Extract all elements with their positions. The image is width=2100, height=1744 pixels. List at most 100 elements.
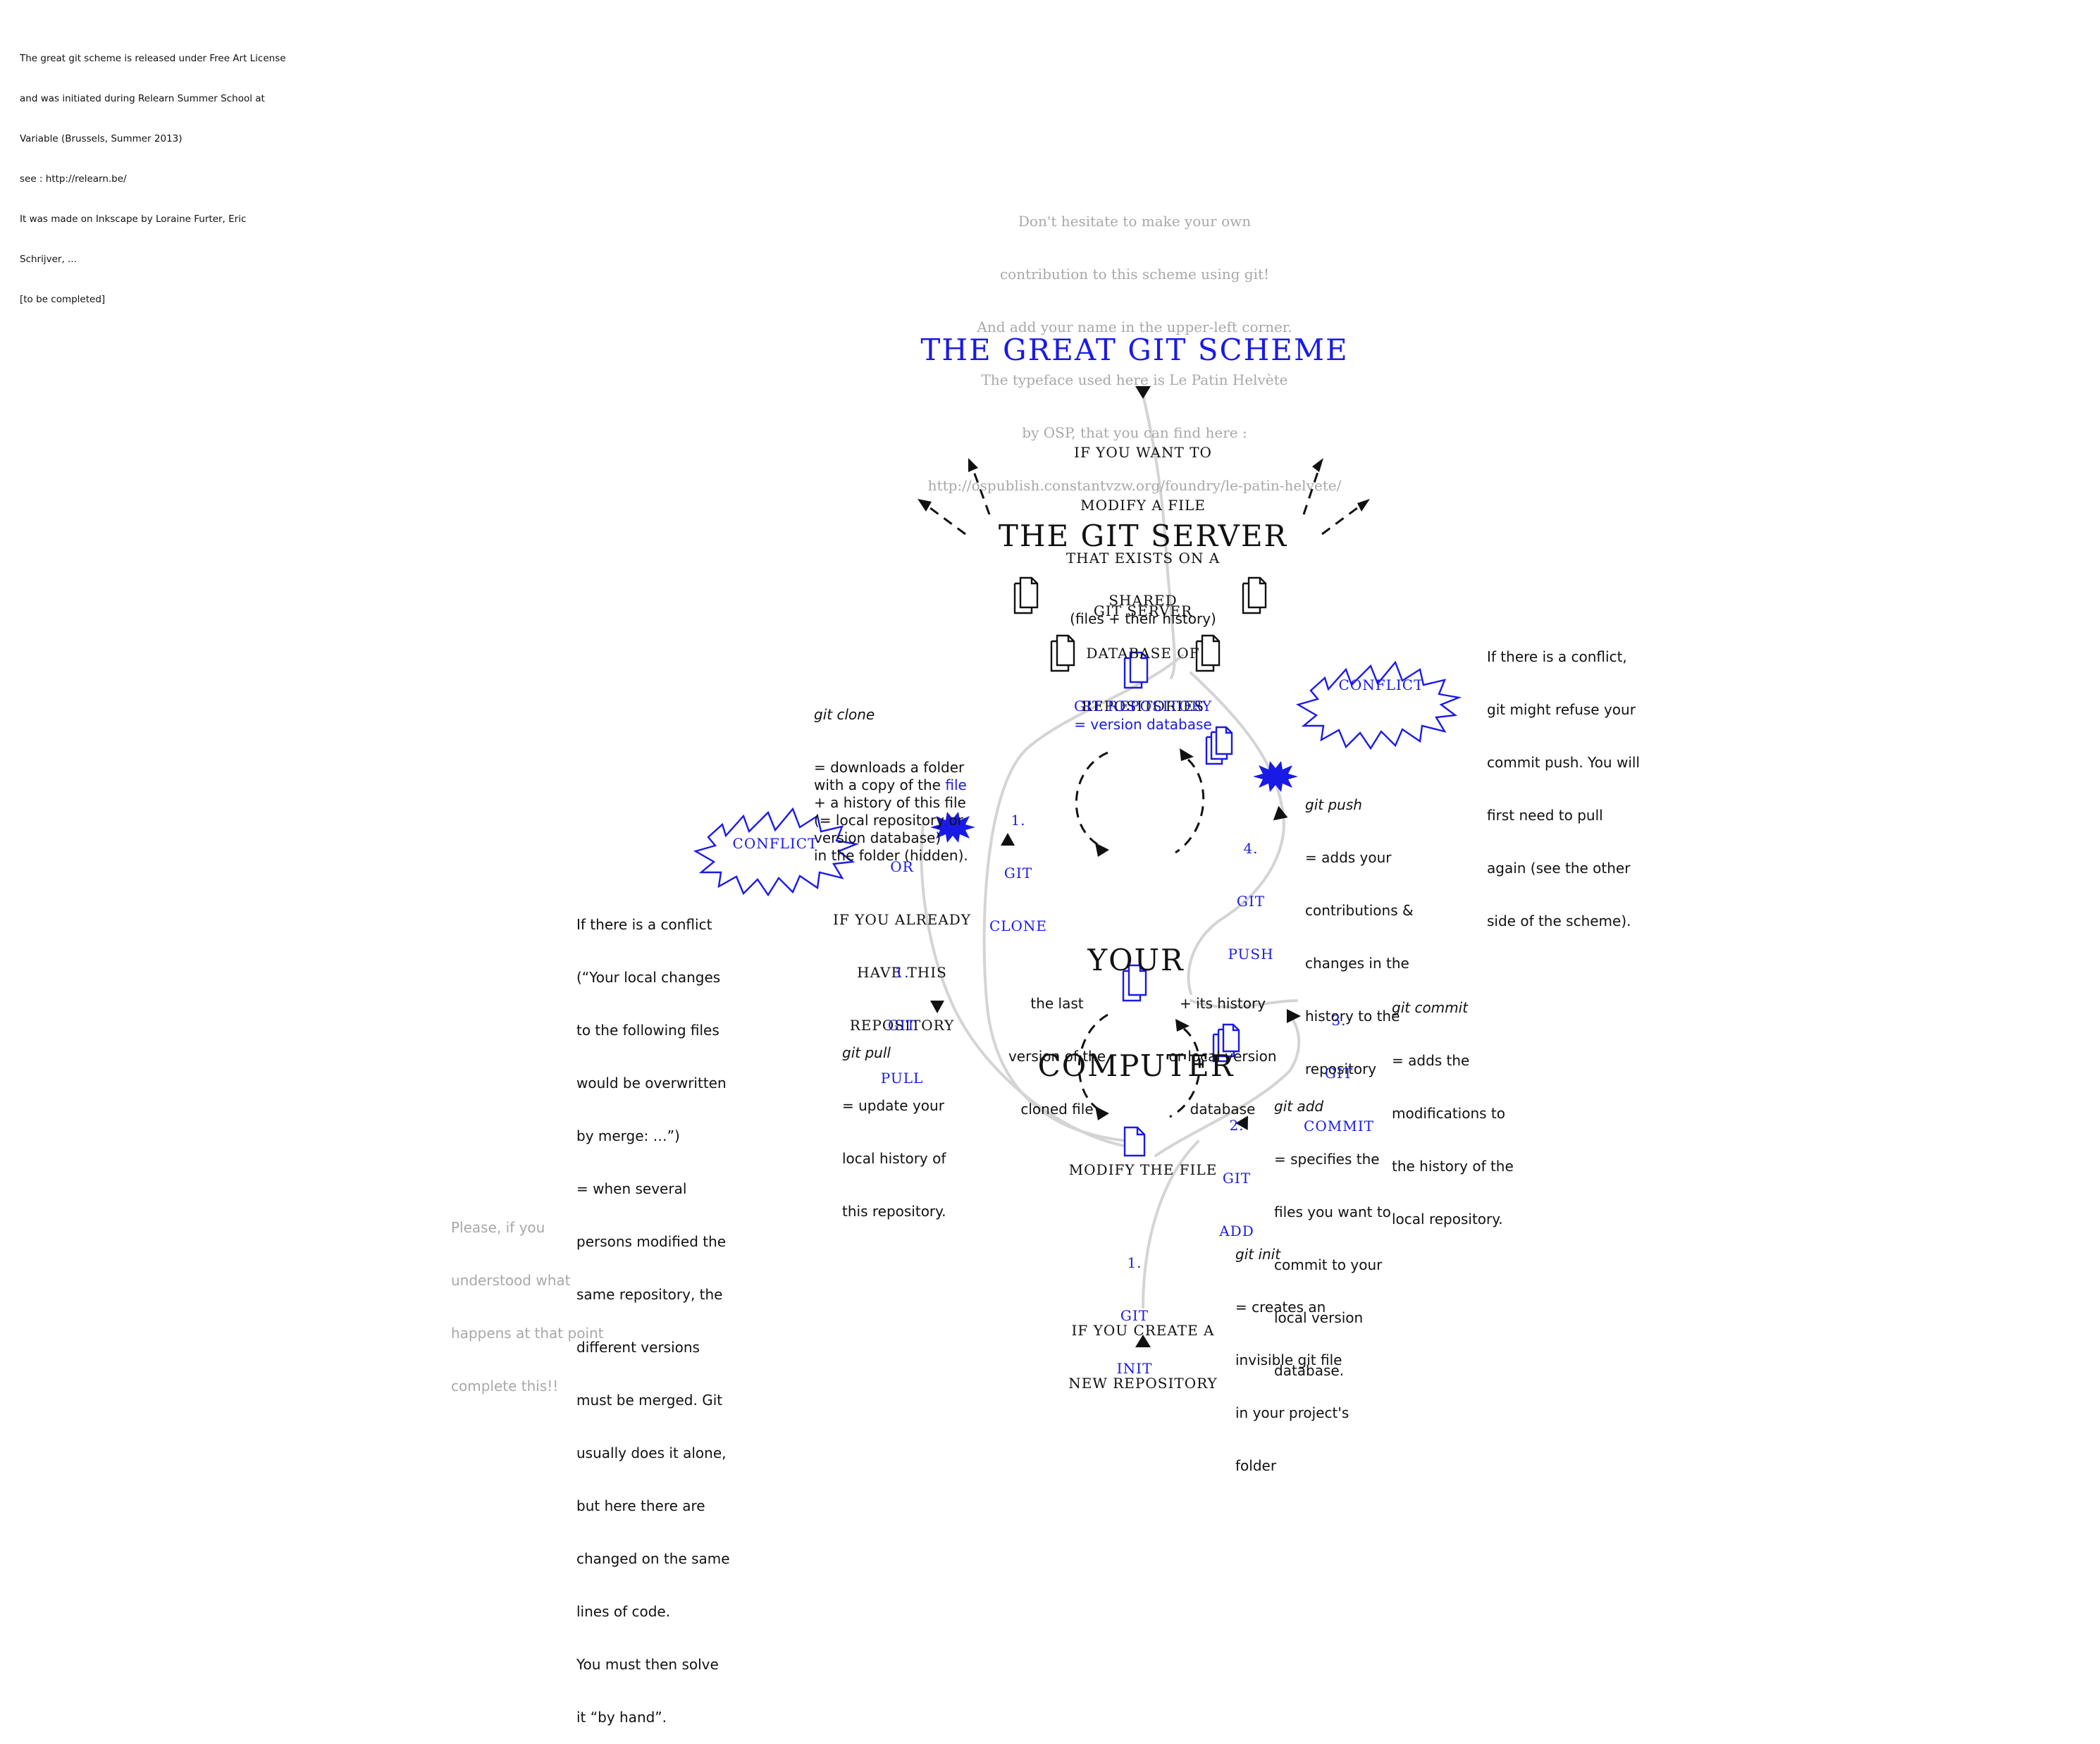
flow-commit-curve: [1190, 999, 1298, 1008]
cycle-upper-left: [1075, 751, 1108, 847]
git-pull-term: git pull: [842, 1044, 891, 1061]
git-pull-description: git pull = update your local history of …: [842, 1009, 946, 1238]
invite-line: by OSP, that you can find here :: [1022, 424, 1247, 441]
local-history-label: + its history or local version database: [1156, 960, 1290, 1136]
local-history-line: database: [1190, 1101, 1256, 1118]
cycle-upper-right-head: [1180, 748, 1194, 761]
conflict-badge-right: CONFLICT: [1338, 676, 1424, 693]
git-add-line: = specifies the: [1274, 1151, 1380, 1168]
flow-main-line: [1142, 393, 1176, 679]
step-git-clone: 1. GIT CLONE: [980, 777, 1057, 953]
please-line: understood what: [451, 1272, 571, 1289]
entry-line: THAT EXISTS ON A: [1066, 550, 1221, 567]
credits-line: It was made on Inkscape by Loraine Furte…: [20, 214, 247, 225]
ray-left-2-head: [968, 458, 978, 472]
git-push-line: history to the: [1305, 1008, 1400, 1025]
entry-line: IF YOU WANT TO: [1074, 444, 1212, 461]
modified-file-doc: [1123, 1126, 1146, 1157]
computer-title: YOUR COMPUTER: [995, 872, 1277, 1119]
step-line: 1.: [894, 964, 910, 981]
credits-line: and was initiated during Relearn Summer …: [20, 93, 265, 104]
git-push-line: contributions &: [1305, 902, 1414, 919]
step-line: INIT: [1116, 1360, 1153, 1377]
entry-line: IF YOU CREATE A: [1071, 1322, 1215, 1339]
credits-line: Schrijver, ...: [20, 254, 77, 265]
step-line: PULL: [880, 1070, 924, 1087]
git-pull-line: = update your: [842, 1097, 944, 1114]
conflict-spark-left: [930, 812, 975, 843]
entry-modify-existing: IF YOU WANT TO MODIFY A FILE THAT EXISTS…: [1037, 409, 1249, 638]
arrow-add: [1235, 1115, 1248, 1130]
arrow-bottom-entry: [1135, 1335, 1151, 1347]
entry-line: IF YOU ALREADY: [832, 911, 971, 928]
arrow-pull: [930, 1001, 944, 1013]
git-clone-description: git clone = downloads a folder with a co…: [814, 671, 968, 882]
git-push-line: changes in the: [1305, 955, 1409, 972]
conflict-left-line: same repository, the: [576, 1286, 723, 1303]
server-subtitle-line: REPOSITORIES: [1081, 698, 1205, 715]
conflict-right-text: If there is a conflict, git might refuse…: [1487, 613, 1640, 948]
entry-line: HAVE THIS: [857, 964, 947, 981]
invite-line: contribution to this scheme using git!: [999, 266, 1270, 283]
cycle-lower-left: [1078, 1013, 1108, 1111]
step-line: CLONE: [989, 917, 1048, 934]
step-line: 1.: [1011, 812, 1026, 829]
step-git-push: 4. GIT PUSH: [1212, 805, 1290, 981]
conflict-right-line: commit push. You will: [1487, 754, 1640, 771]
conflict-left-line: to the following files: [576, 1022, 719, 1039]
last-version-line: cloned file: [1020, 1101, 1094, 1118]
git-push-line: = adds your: [1305, 849, 1392, 866]
git-clone-file-link[interactable]: file: [945, 777, 967, 793]
flow-init-line: [1142, 1140, 1199, 1309]
git-clone-desc: = downloads a folder with a copy of the …: [814, 759, 968, 865]
modify-file-label: MODIFY THE FILE: [1068, 1161, 1218, 1178]
conflict-badge-left: CONFLICT: [732, 835, 818, 852]
flow-add-curve: [1154, 1013, 1301, 1157]
cycle-lower-left-head: [1095, 1106, 1109, 1120]
server-subtitle: SHARED DATABASE OF REPOSITORIES: [1073, 557, 1213, 733]
step-git-init: 1. GIT INIT: [1096, 1219, 1173, 1395]
please-line: happens at that point: [451, 1325, 604, 1342]
arrow-commit: [1287, 1009, 1301, 1023]
ray-right-2-head: [1357, 499, 1370, 512]
invite-block: Don't hesitate to make your own contribu…: [888, 178, 1381, 512]
arrow-top-entry: [1135, 386, 1151, 399]
step-git-pull: 1. GIT PULL: [863, 929, 941, 1105]
conflict-left-line: (“Your local changes: [576, 969, 721, 986]
server-title: THE GIT SERVER: [998, 519, 1288, 553]
conflict-left-line: = when several: [576, 1180, 687, 1197]
step-line: 2.: [1229, 1117, 1244, 1134]
conflict-left-line: If there is a conflict: [576, 916, 712, 933]
entry-line: REPOSITORY: [849, 1017, 955, 1034]
arrow-clone: [1001, 833, 1015, 846]
git-clone-term: git clone: [814, 706, 875, 723]
entry-already-have: IF YOU ALREADY HAVE THIS REPOSITORY: [817, 876, 987, 1052]
git-push-term: git push: [1305, 796, 1362, 813]
conflict-left-line: changed on the same: [576, 1550, 730, 1567]
conflict-right-line: side of the scheme).: [1487, 913, 1631, 929]
git-clone-desc-text: = downloads a folder with a copy of the: [814, 759, 965, 793]
git-push-description: git push = adds your contributions & cha…: [1305, 761, 1414, 1096]
conflict-left-line: You must then solve: [576, 1656, 719, 1673]
ray-left-1-head: [918, 499, 932, 512]
git-init-line: invisible git file: [1235, 1352, 1342, 1368]
invite-line: Don't hesitate to make your own: [1018, 213, 1252, 230]
git-add-line: commit to your: [1274, 1256, 1383, 1273]
entry-line: NEW REPOSITORY: [1068, 1375, 1218, 1392]
conflict-badge-left-outline: [693, 807, 860, 897]
flow-push-curve: [1187, 672, 1285, 995]
git-commit-line: = adds the: [1392, 1052, 1470, 1069]
ray-left-2: [971, 467, 991, 515]
git-clone-desc-text-2: + a history of this file (= local reposi…: [814, 794, 968, 864]
arrow-push: [1273, 805, 1288, 821]
step-line: 4.: [1243, 840, 1259, 857]
server-doc-stack-1: [1013, 576, 1039, 614]
conflict-right-line: again (see the other: [1487, 860, 1631, 877]
git-init-line: folder: [1235, 1457, 1277, 1474]
git-repository-subtitle: = version database: [1074, 716, 1212, 733]
conflict-left-line: by merge: …”): [576, 1127, 680, 1144]
step-line: GIT: [887, 1017, 917, 1034]
credits-line: The great git scheme is released under F…: [20, 53, 286, 64]
conflict-left-line: would be overwritten: [576, 1075, 727, 1091]
local-history-line: + its history: [1179, 995, 1266, 1012]
